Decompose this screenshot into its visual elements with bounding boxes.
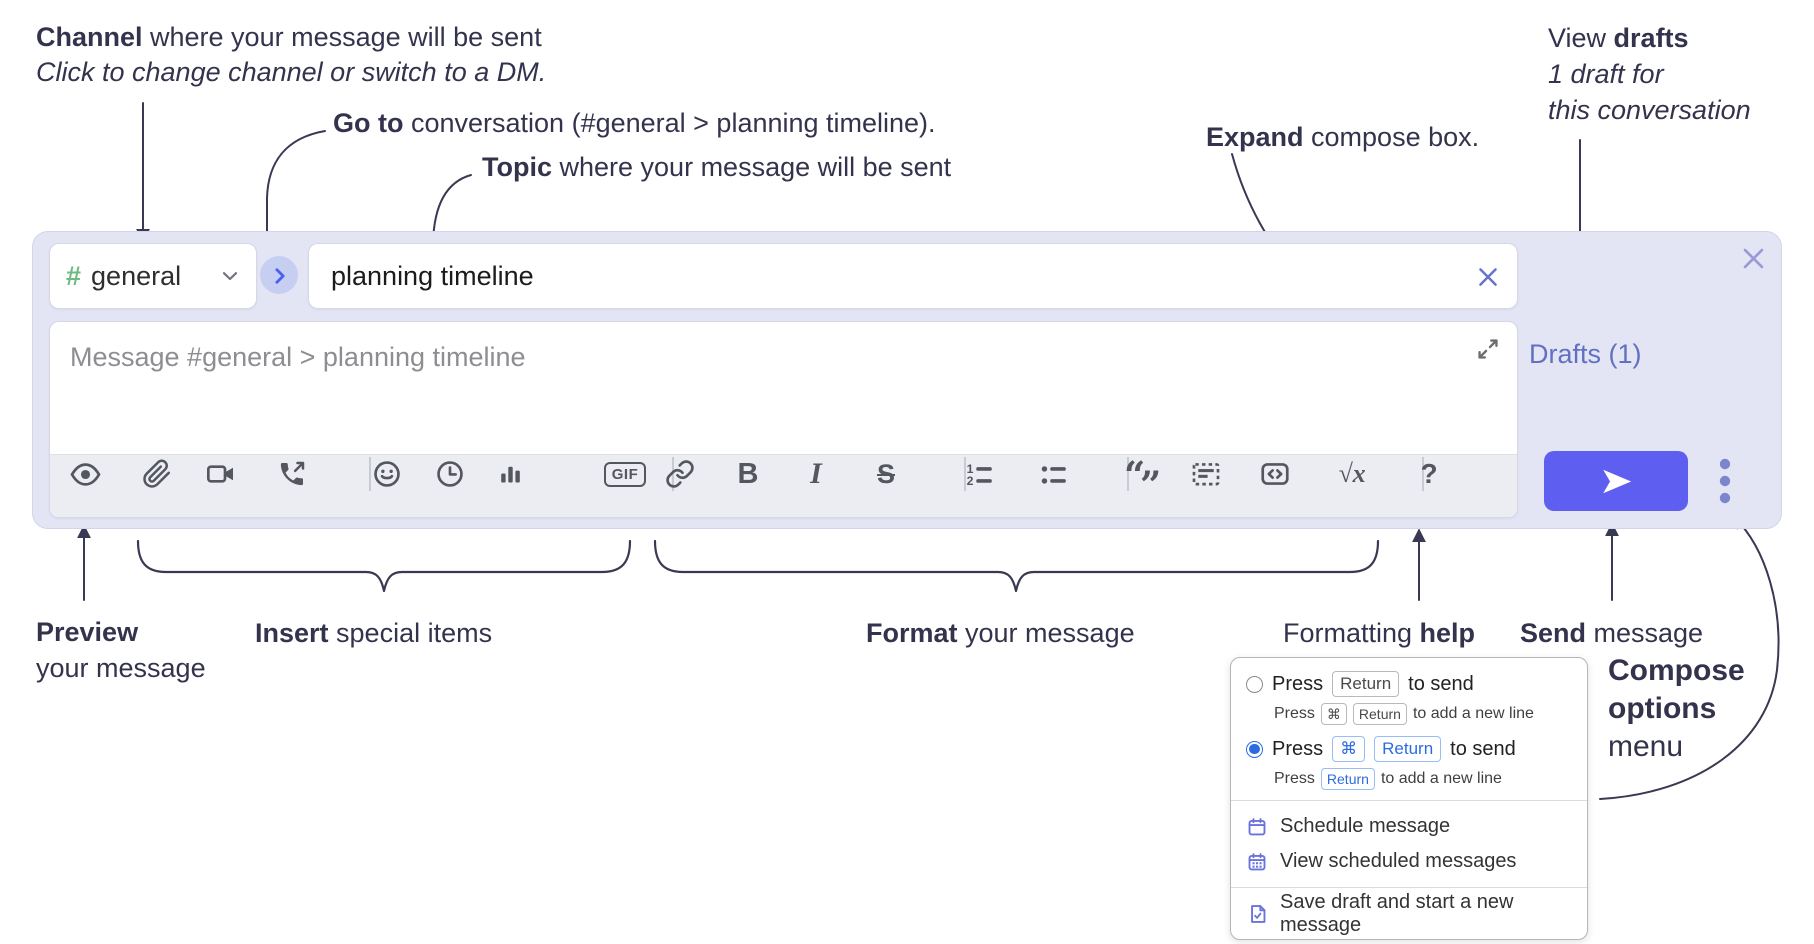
channel-hash-icon: # (66, 260, 82, 291)
menu-item-save-draft[interactable]: Save draft and start a new message (1231, 891, 1587, 936)
channel-annotation-rest: where your message will be sent (142, 22, 542, 52)
compose-options-popup: Press Return to send Press ⌘ Return to a… (1230, 657, 1588, 940)
compose-options-menu-button[interactable] (1714, 456, 1736, 506)
message-box (49, 321, 1518, 518)
strikethrough-icon[interactable]: S (876, 458, 895, 489)
return-key: Return (1320, 767, 1375, 790)
topic-annotation: Topic where your message will be sent (482, 152, 952, 182)
bold-icon[interactable]: B (737, 457, 759, 490)
calendar-grid-icon (1246, 851, 1268, 873)
italic-icon[interactable]: I (810, 457, 822, 490)
video-call-icon[interactable] (201, 454, 241, 494)
link-icon[interactable] (660, 454, 700, 494)
emoji-icon[interactable] (367, 454, 407, 494)
format-brace (653, 539, 1380, 593)
toolbar-separator (1127, 457, 1129, 491)
svg-text:1: 1 (966, 461, 973, 475)
formatting-help-annotation: Formatting help (1283, 618, 1476, 648)
drafts-link[interactable]: Drafts (1) (1529, 339, 1642, 369)
clear-topic-icon[interactable] (1475, 264, 1501, 290)
compose-options-annotation: Compose options menu (1608, 654, 1745, 763)
message-input[interactable] (50, 322, 1517, 450)
menu-divider (1231, 887, 1587, 888)
send-option-cmd-return-subtext: Press Return to add a new line (1231, 765, 1587, 792)
spoiler-icon[interactable] (1186, 454, 1226, 494)
channel-annotation-bold: Channel (36, 22, 143, 52)
send-option-cmd-return[interactable]: Press ⌘ Return to send (1231, 733, 1587, 765)
attach-file-icon[interactable] (137, 454, 177, 494)
channel-name: general (91, 260, 182, 291)
channel-annotation: Channel where your message will be sent … (36, 20, 546, 90)
insert-brace (136, 539, 632, 593)
topic-input-wrapper (308, 243, 1518, 309)
channel-annotation-line2: Click to change channel or switch to a D… (36, 57, 547, 87)
formatting-help-icon[interactable]: ? (1420, 458, 1438, 489)
quote-icon[interactable]: “” (1124, 453, 1162, 507)
expand-annotation: Expand compose box. (1206, 122, 1480, 152)
compose-box: # general (32, 231, 1782, 529)
channel-selector[interactable]: # general (49, 243, 257, 309)
vertical-ellipsis-icon (1719, 458, 1731, 504)
expand-compose-icon[interactable] (1475, 336, 1501, 362)
return-key: Return (1332, 671, 1400, 697)
preview-icon[interactable] (65, 454, 105, 494)
go-to-conversation-button[interactable] (260, 256, 298, 294)
send-icon (1598, 463, 1635, 500)
gif-icon[interactable]: GIF (595, 454, 655, 494)
radio-unselected-icon[interactable] (1246, 675, 1263, 693)
menu-item-view-scheduled-messages[interactable]: View scheduled messages (1231, 844, 1587, 879)
menu-item-schedule-message[interactable]: Schedule message (1231, 809, 1587, 844)
math-icon[interactable]: √x (1338, 459, 1366, 488)
send-option-return-subtext: Press ⌘ Return to add a new line (1231, 700, 1587, 727)
return-key: Return (1374, 736, 1442, 762)
cmd-key: ⌘ (1332, 736, 1366, 762)
audio-call-icon[interactable] (272, 454, 312, 494)
topic-input[interactable] (309, 244, 1517, 308)
insert-annotation: Insert special items (255, 618, 493, 648)
code-icon[interactable] (1255, 454, 1295, 494)
view-drafts-annotation: View drafts 1 draft for this conversatio… (1548, 23, 1751, 125)
menu-divider (1231, 800, 1587, 801)
toolbar-separator (964, 457, 966, 491)
close-compose-icon[interactable] (1739, 244, 1768, 273)
svg-text:2: 2 (966, 474, 973, 488)
global-time-icon[interactable] (430, 454, 470, 494)
poll-icon[interactable] (490, 454, 530, 494)
save-draft-icon (1246, 903, 1268, 925)
send-annotation: Send message (1520, 618, 1704, 648)
calendar-icon (1246, 816, 1268, 838)
toolbar-separator (1422, 457, 1424, 491)
send-button[interactable] (1544, 451, 1688, 511)
radio-selected-icon[interactable] (1246, 740, 1263, 758)
chevron-down-icon (218, 264, 242, 288)
send-option-return[interactable]: Press Return to send (1231, 668, 1587, 700)
toolbar-separator (369, 457, 371, 491)
compose-toolbar (50, 454, 1517, 517)
chevron-right-icon (267, 263, 292, 288)
cmd-key: ⌘ (1320, 702, 1347, 725)
goto-connector (260, 130, 326, 246)
goto-annotation: Go to conversation (#general > planning … (333, 108, 936, 138)
preview-annotation: Preview your message (36, 617, 206, 683)
format-annotation: Format your message (866, 618, 1135, 648)
bulleted-list-icon[interactable] (1033, 454, 1073, 494)
return-key: Return (1352, 702, 1407, 725)
